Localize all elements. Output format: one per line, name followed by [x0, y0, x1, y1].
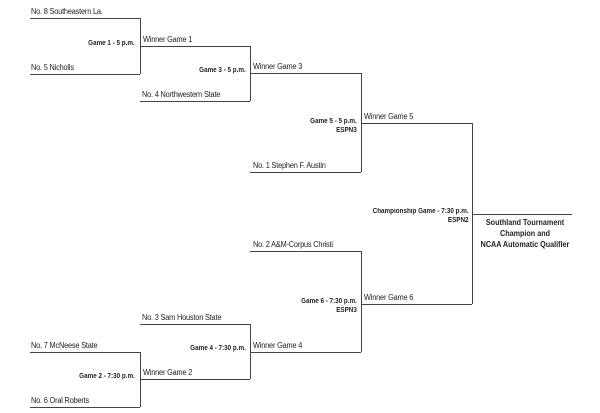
game-3-time: Game 3 - 5 p.m. [199, 67, 246, 74]
game-1-label: Game 1 - 5 p.m. [88, 39, 135, 48]
bracket-line [361, 73, 362, 172]
winner-game-2: Winner Game 2 [143, 368, 193, 377]
champion-line-2: Champion and [499, 229, 551, 238]
bracket-line [250, 172, 361, 173]
team-seed-2: No. 2 A&M-Corpus Christi [253, 240, 333, 249]
bracket-line [361, 304, 472, 305]
bracket-line [30, 407, 140, 408]
game-3-label: Game 3 - 5 p.m. [199, 66, 246, 75]
bracket-line [472, 123, 473, 304]
game-5-time: Game 5 - 5 p.m. [310, 118, 357, 125]
bracket-line [140, 324, 250, 325]
champion-line-1: Southland Tournament [485, 218, 565, 227]
bracket-line [140, 101, 250, 102]
bracket-line [30, 74, 140, 75]
bracket-line [250, 251, 361, 252]
team-seed-6: No. 6 Oral Roberts [31, 396, 90, 405]
game-6-label: Game 6 - 7:30 p.m. ESPN3 [301, 297, 357, 315]
bracket-line [30, 352, 140, 353]
bracket-line [472, 214, 572, 215]
bracket-line [140, 46, 250, 47]
team-seed-1: No. 1 Stephen F. Austin [253, 161, 326, 170]
winner-game-3: Winner Game 3 [253, 62, 303, 71]
team-seed-8: No. 8 Southeastern La. [31, 7, 103, 16]
bracket-line [250, 73, 361, 74]
bracket-line [140, 379, 250, 380]
championship-network: ESPN2 [448, 217, 469, 224]
champion-label: Southland Tournament Champion and NCAA A… [476, 217, 575, 250]
championship-time: Championship Game - 7:30 p.m. [373, 208, 469, 215]
winner-game-6: Winner Game 6 [364, 293, 414, 302]
game-1-time: Game 1 - 5 p.m. [88, 40, 135, 47]
champion-line-3: NCAA Automatic Qualifier [480, 240, 570, 249]
team-seed-5: No. 5 Nicholls [31, 63, 74, 72]
game-5-network: ESPN3 [336, 127, 357, 134]
championship-label: Championship Game - 7:30 p.m. ESPN2 [373, 207, 469, 225]
winner-game-4: Winner Game 4 [253, 341, 303, 350]
winner-game-1: Winner Game 1 [143, 35, 193, 44]
bracket-line [250, 352, 361, 353]
bracket-line [250, 324, 251, 379]
team-seed-3: No. 3 Sam Houston State [142, 313, 222, 322]
bracket-line [361, 123, 472, 124]
team-seed-4: No. 4 Northwestern State [142, 90, 221, 99]
game-6-network: ESPN3 [336, 307, 357, 314]
game-4-label: Game 4 - 7:30 p.m. [190, 344, 246, 353]
game-4-time: Game 4 - 7:30 p.m. [190, 345, 246, 352]
game-5-label: Game 5 - 5 p.m. ESPN3 [310, 117, 357, 135]
bracket-line [361, 251, 362, 352]
winner-game-5: Winner Game 5 [364, 112, 414, 121]
game-6-time: Game 6 - 7:30 p.m. [301, 298, 357, 305]
game-2-time: Game 2 - 7:30 p.m. [79, 373, 135, 380]
team-seed-7: No. 7 McNeese State [31, 341, 98, 350]
bracket-line [30, 18, 140, 19]
game-2-label: Game 2 - 7:30 p.m. [79, 372, 135, 381]
